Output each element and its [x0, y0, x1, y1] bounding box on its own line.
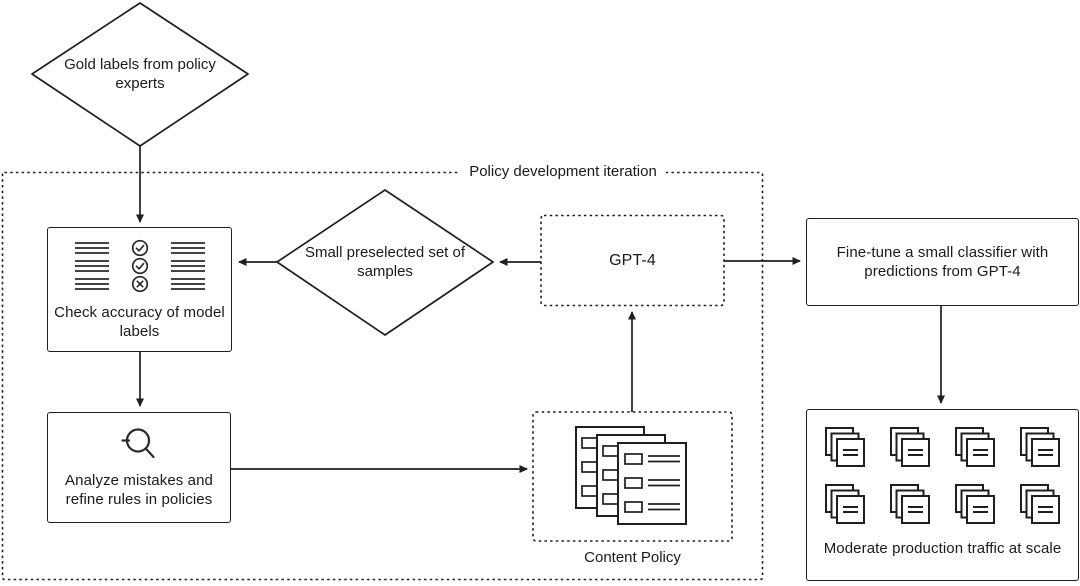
- check-accuracy-node-label: Check accuracy of model labels: [54, 304, 225, 340]
- label-check-list-icon: [74, 239, 205, 293]
- pages-stack-icon: [824, 484, 865, 524]
- analyze-mistakes-node: Analyze mistakes and refine rules in pol…: [47, 412, 231, 523]
- small-preselected-diamond: [276, 189, 494, 336]
- magnifier-icon: [121, 428, 155, 459]
- pages-stack-icon: [954, 484, 995, 524]
- pages-stack-icon: [1019, 484, 1060, 524]
- pages-stack-icon: [1019, 427, 1060, 467]
- gpt4-node-label: GPT-4: [609, 252, 656, 269]
- pages-stack-icon: [824, 427, 865, 467]
- moderate-traffic-node: Moderate production traffic at scale: [806, 409, 1079, 581]
- pages-stack-icon: [889, 427, 930, 467]
- content-policy-node: [533, 412, 732, 541]
- policy-iteration-group-border: [1, 171, 764, 581]
- gpt4-node: GPT-4: [541, 215, 724, 306]
- policy-iteration-group-label: Policy development iteration: [460, 163, 666, 181]
- small-preselected-node-label: Small preselected set of samples: [304, 244, 466, 280]
- pages-stack-icon: [954, 427, 995, 467]
- check-accuracy-node: Check accuracy of model labels: [47, 227, 232, 352]
- fine-tune-node-label: Fine-tune a small classifier with predic…: [836, 244, 1049, 280]
- fine-tune-node: Fine-tune a small classifier with predic…: [806, 218, 1079, 306]
- documents-stack-icon: [574, 426, 687, 525]
- pages-grid: [824, 427, 1061, 525]
- pages-stack-icon: [889, 484, 930, 524]
- analyze-mistakes-node-label: Analyze mistakes and refine rules in pol…: [65, 472, 213, 508]
- moderate-traffic-node-label: Moderate production traffic at scale: [823, 540, 1062, 557]
- gold-labels-node-label: Gold labels from policy experts: [64, 56, 216, 92]
- content-policy-node-label: Content Policy: [584, 549, 681, 566]
